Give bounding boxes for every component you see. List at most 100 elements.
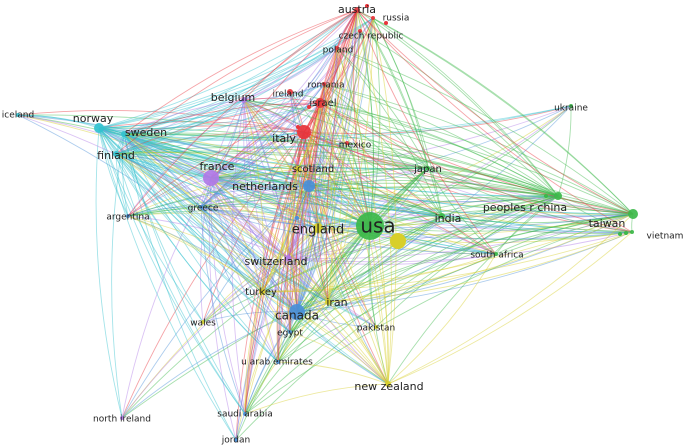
link-netherlands-south-africa [308, 185, 497, 255]
link-italy-argentina [127, 131, 305, 217]
label-u-arab-emirates: u arab emirates [241, 358, 313, 368]
node-argentina[interactable] [126, 214, 130, 218]
node-czech-republic[interactable] [358, 29, 362, 33]
node-israel[interactable] [315, 98, 325, 108]
link-taiwan-canada [296, 213, 634, 313]
node-russia[interactable] [371, 16, 375, 20]
node-sweden[interactable] [121, 131, 127, 137]
link-italy-greece [200, 131, 305, 208]
node-ukraine[interactable] [569, 104, 573, 108]
link-peoples-r-china-switzerland [287, 195, 559, 259]
node-turkey[interactable] [259, 289, 265, 295]
link-greece-poland [200, 47, 338, 208]
link-canada-ukraine [296, 105, 572, 313]
link-sweden-switzerland [123, 133, 289, 259]
node-pakistan[interactable] [374, 325, 378, 329]
link-france-norway [98, 127, 212, 179]
link-norway-usa [98, 127, 371, 227]
link-italy-india [303, 131, 443, 217]
collaboration-links [17, 9, 634, 441]
node-scotland[interactable] [295, 166, 301, 172]
link-iran-romania [323, 83, 336, 303]
link-japan-netherlands [308, 167, 429, 187]
node-jordan[interactable] [234, 438, 238, 442]
link-greece-south-africa [200, 206, 497, 255]
node-finland[interactable] [113, 151, 119, 157]
node-france[interactable] [203, 170, 219, 186]
link-norway-wales [98, 127, 204, 323]
link-austria-usa [353, 9, 371, 227]
link-switzerland-argentina [127, 215, 289, 259]
link-belgium-taiwan [243, 99, 634, 215]
link-netherlands-czech-republic [308, 30, 361, 187]
link-canada-south-africa [296, 253, 497, 313]
node-iceland[interactable] [16, 113, 20, 117]
link-peoples-r-china-pakistan [375, 195, 559, 328]
link-norway-egypt [98, 127, 291, 333]
link-usa-ukraine [369, 105, 572, 227]
link-norway-ireland [98, 91, 291, 129]
node-england[interactable] [313, 223, 323, 233]
link-norway-canada [98, 127, 298, 313]
link-norway-taiwan [98, 127, 634, 215]
link-scotland-vietnam [297, 168, 633, 233]
node-taiwan[interactable] [628, 209, 638, 219]
node-north-ireland[interactable] [120, 416, 124, 420]
link-taiwan-austria [356, 9, 634, 215]
link-new-zealand-iran [327, 301, 389, 385]
link-england-poland [317, 47, 339, 229]
link-new-zealand-finland [115, 153, 389, 385]
link-scotland-canada [291, 168, 299, 313]
link-england-canada [296, 227, 319, 313]
label-peoples-r-china: peoples r china [483, 201, 567, 214]
node-mexico[interactable] [345, 141, 349, 145]
node-saudi-arabia[interactable] [243, 412, 247, 416]
link-switzerland-taiwan [287, 213, 634, 260]
node-south-africa[interactable] [494, 252, 498, 256]
node-iran[interactable] [325, 299, 331, 305]
link-switzerland-saudi-arabia [244, 257, 289, 415]
node-canada[interactable] [289, 304, 305, 320]
node-norway[interactable] [94, 123, 104, 133]
node-wales[interactable] [201, 320, 205, 324]
node-usa[interactable] [356, 212, 384, 240]
link-iran-russia [327, 17, 374, 303]
node-netherlands[interactable] [303, 180, 315, 192]
node-ireland[interactable] [287, 89, 293, 95]
node-japan[interactable] [426, 166, 430, 170]
label-vietnam: vietnam [647, 232, 684, 242]
link-peoples-r-china-north-ireland [121, 195, 559, 419]
node-u-arab-emirates[interactable] [276, 360, 280, 364]
link-belgium-sweden [123, 99, 245, 135]
link-taiwan-sweden [123, 133, 634, 215]
node-romania[interactable] [322, 82, 326, 86]
link-scotland-romania [297, 83, 325, 170]
link-peoples-r-china-wales [202, 195, 559, 323]
node-new-zealand[interactable] [385, 381, 391, 387]
node-vietnam[interactable] [630, 230, 634, 234]
node-belgium[interactable] [241, 97, 247, 103]
link-india-sweden [123, 133, 443, 217]
link-peoples-r-china-argentina [127, 186, 559, 217]
node-india[interactable] [439, 213, 445, 219]
link-iran-austria [327, 9, 360, 303]
link-india-saudi-arabia [244, 215, 443, 415]
link-switzerland-u-arab-emirates [276, 257, 289, 363]
node-greece[interactable] [199, 205, 203, 209]
link-turkey-israel [261, 102, 321, 293]
node-peoples-r-china[interactable] [554, 192, 562, 200]
link-peoples-r-china-egypt [289, 195, 559, 333]
node-switzerland[interactable] [285, 255, 291, 261]
link-norway-vietnam [98, 127, 633, 233]
link-finland-saudi-arabia [115, 153, 246, 415]
node-poland[interactable] [335, 46, 339, 50]
link-italy-south-africa [303, 131, 497, 255]
node-austria[interactable] [354, 7, 360, 13]
link-italy-egypt [287, 131, 305, 333]
label-usa: usa [360, 214, 395, 238]
node-italy[interactable] [297, 125, 311, 139]
link-netherlands-turkey [261, 185, 310, 293]
link-england-ireland [289, 91, 319, 229]
link-norway-new-zealand [98, 127, 389, 385]
node-egypt[interactable] [288, 330, 292, 334]
